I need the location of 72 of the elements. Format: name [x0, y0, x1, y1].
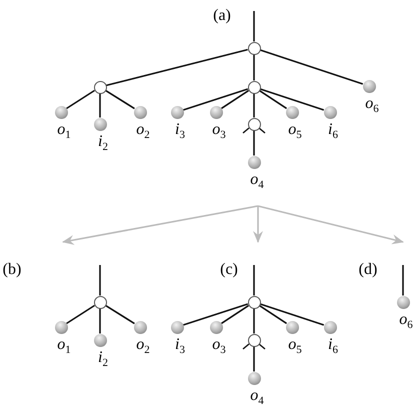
branch-node [248, 118, 260, 130]
leaf-ball [94, 334, 106, 346]
node-label: i$_{6}$ [328, 337, 338, 356]
connector-line [260, 88, 324, 111]
node-label: i$_{2}$ [98, 350, 108, 369]
node-label: o$_{3}$ [212, 337, 226, 356]
node-label: i$_{3}$ [175, 122, 185, 141]
connector-line [66, 90, 95, 110]
node-label: o$_{1}$ [57, 122, 71, 141]
node-label: o$_{1}$ [57, 337, 71, 356]
connector-line [253, 308, 255, 334]
node-label: o$_{4}$ [250, 388, 264, 407]
branch-node [248, 42, 260, 54]
panel-label: (d) [358, 262, 378, 278]
node-label: i$_{6}$ [328, 122, 338, 141]
connector-line [99, 94, 101, 118]
node-label: o$_{6}$ [365, 96, 379, 115]
connector-line [221, 90, 249, 110]
leaf-ball [286, 320, 298, 334]
leaf-ball [94, 118, 106, 130]
branch-node [94, 296, 106, 308]
leaf-ball [286, 106, 298, 118]
node-label: o$_{6}$ [399, 312, 413, 331]
panel-label: (b) [2, 262, 22, 278]
connector-line [182, 303, 248, 326]
branch-node [94, 80, 106, 94]
branch-node [248, 80, 260, 94]
leaf-ball [248, 372, 260, 384]
connector-line [253, 54, 255, 80]
leaf-ball [210, 106, 222, 118]
leaf-ball [170, 320, 184, 334]
connector-line [105, 304, 135, 324]
branch-node [248, 296, 260, 308]
connector-line [221, 304, 249, 324]
node-label: o$_{5}$ [288, 122, 302, 141]
node-label: i$_{2}$ [98, 134, 108, 153]
leaf-ball [210, 320, 222, 334]
connector-line [253, 94, 255, 118]
connector-line [402, 265, 404, 296]
node-label: o$_{2}$ [136, 337, 150, 356]
connector-line [253, 130, 255, 156]
leaf-ball [134, 320, 146, 334]
leaf-ball [134, 106, 146, 118]
connector-line [99, 308, 101, 334]
node-label: o$_{2}$ [136, 122, 150, 141]
connector-line [253, 346, 255, 372]
leaf-ball [324, 106, 336, 118]
node-label: i$_{3}$ [175, 337, 185, 356]
connector-line [259, 90, 287, 110]
connector-line [66, 304, 95, 324]
leaf-ball [324, 320, 336, 334]
connector-line [106, 48, 248, 86]
connector-line [259, 304, 287, 324]
leaf-ball [248, 156, 260, 168]
connector-line [260, 303, 324, 326]
connector-line [253, 11, 255, 42]
node-label: o$_{5}$ [288, 337, 302, 356]
panel-label: (c) [220, 262, 238, 278]
connector-line [182, 88, 248, 111]
branch-node [248, 334, 260, 346]
leaf-ball [396, 296, 410, 308]
connector-line [99, 265, 101, 296]
panel-label: (a) [213, 8, 231, 24]
leaf-ball [54, 320, 68, 334]
connector-line [253, 265, 255, 296]
leaf-ball [170, 106, 184, 118]
leaf-ball [362, 80, 376, 92]
node-label: o$_{3}$ [212, 122, 226, 141]
leaf-ball [54, 106, 68, 118]
node-label: o$_{4}$ [250, 172, 264, 191]
connector-line [105, 90, 135, 110]
connector-line [260, 49, 364, 85]
